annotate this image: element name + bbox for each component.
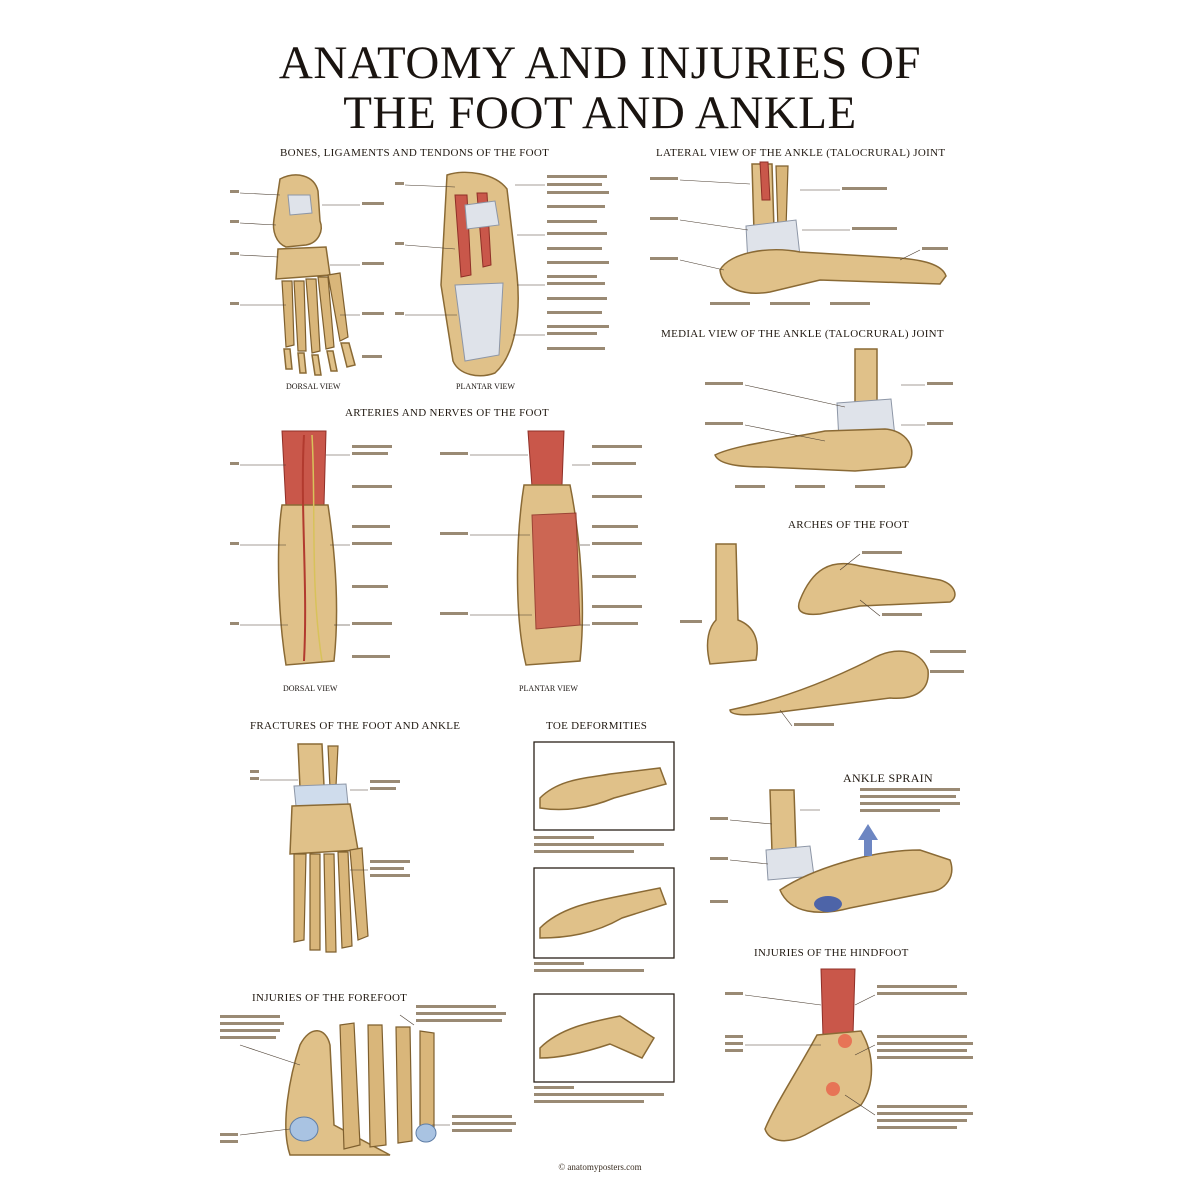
section-title-arches: ARCHES OF THE FOOT [788,519,910,531]
section-title-ankle-sprain: ANKLE SPRAIN [843,771,933,785]
illustration-arches-of-foot [680,540,970,735]
section-title-toe-deformities: TOE DEFORMITIES [546,720,648,732]
illustration-toe-deformities [530,738,680,1158]
illustration-ankle-sprain [710,780,970,940]
section-title-hindfoot: INJURIES OF THE HINDFOOT [754,947,909,959]
poster-title-line2: THE FOOT AND ANKLE [343,87,857,139]
subtitle-dorsal-view-bones: DORSAL VIEW [286,382,341,391]
section-title-medial-view: MEDIAL VIEW OF THE ANKLE (TALOCRURAL) JO… [661,328,944,340]
illustration-dorsal-foot-bones [230,165,390,380]
illustration-arteries-dorsal [230,425,410,680]
section-title-bones: BONES, LIGAMENTS AND TENDONS OF THE FOOT [280,147,550,159]
illustration-arteries-plantar [440,425,660,680]
illustration-fractures [250,740,450,970]
poster-title-line1: ANATOMY AND INJURIES OF [278,37,922,89]
illustration-medial-ankle [705,345,955,495]
illustration-plantar-foot-tendons [395,165,630,380]
footer-credit: © anatomyposters.com [558,1162,642,1172]
subtitle-dorsal-view-arteries: DORSAL VIEW [283,684,338,693]
subtitle-plantar-view-arteries: PLANTAR VIEW [519,684,578,693]
section-title-arteries: ARTERIES AND NERVES OF THE FOOT [345,407,550,419]
section-title-forefoot: INJURIES OF THE FOREFOOT [252,992,408,1004]
section-title-lateral-view: LATERAL VIEW OF THE ANKLE (TALOCRURAL) J… [656,147,946,159]
section-title-fractures: FRACTURES OF THE FOOT AND ANKLE [250,720,461,732]
illustration-hindfoot-injuries [725,965,985,1165]
illustration-forefoot-injuries [220,1005,520,1160]
subtitle-plantar-view-bones: PLANTAR VIEW [456,382,515,391]
illustration-lateral-ankle [650,160,950,310]
